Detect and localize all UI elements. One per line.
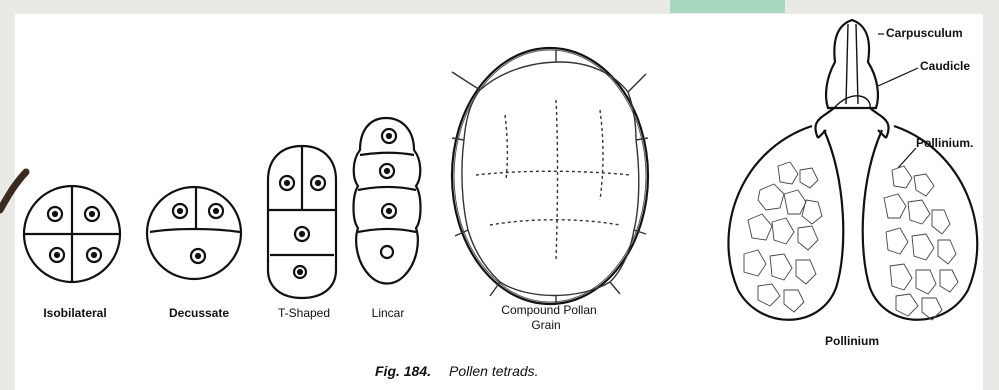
isobilateral-label: Isobilateral xyxy=(43,306,106,320)
compound-label-line1: Compound Pollan xyxy=(501,303,596,317)
figure-caption: Fig. 184. Pollen tetrads. xyxy=(375,363,539,379)
compound-label-line2: Grain xyxy=(531,318,560,332)
decussate-label: Decussate xyxy=(169,306,229,320)
isobilateral-tetrad xyxy=(24,186,120,282)
figure-number: Fig. 184. xyxy=(375,363,431,379)
pollinium-title: Pollinium xyxy=(825,334,879,348)
figure-title: Pollen tetrads. xyxy=(449,363,539,379)
caudicle-label: Caudicle xyxy=(920,59,970,73)
t-shaped-label: T-Shaped xyxy=(278,306,330,320)
pollinium-part-label: Pollinium. xyxy=(916,136,973,150)
linear-label: Lincar xyxy=(372,306,405,320)
carpusculum-label: Carpusculum xyxy=(886,26,963,40)
